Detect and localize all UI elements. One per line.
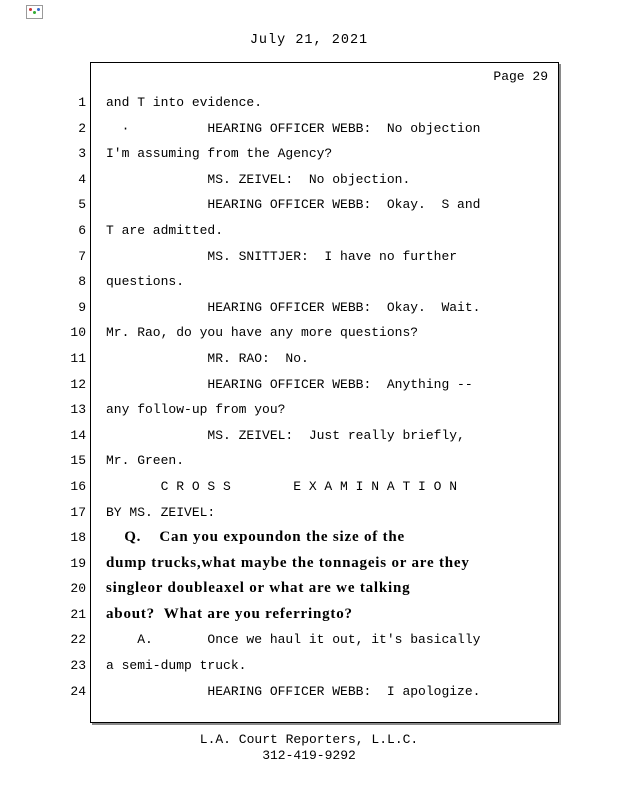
transcript-line: 16 C R O S S E X A M I N A T I O N [59,474,604,500]
transcript-line: 24 HEARING OFFICER WEBB: I apologize. [59,679,604,705]
transcript-line: 6 T are admitted. [59,218,604,244]
document-date: July 21, 2021 [249,33,369,48]
line-number: 21 [70,606,86,622]
transcript-line: 8 questions. [59,269,604,295]
line-text: questions. [106,274,185,290]
transcript-line: 7 MS. SNITTJER: I have no further [59,244,604,270]
transcript-line: 18 Q. Can you expoundon the size of the [59,525,604,551]
line-number: 11 [70,350,86,366]
transcript-line: 21 about? What are you referringto? [59,602,604,628]
broken-image-dot [29,8,32,11]
footer-phone: 312-419-9292 [262,748,356,763]
broken-image-dot [37,8,40,11]
line-number: 10 [70,325,86,341]
line-number: 20 [70,581,86,597]
transcript-line: 11 MR. RAO: No. [59,346,604,372]
broken-image-icon [26,5,43,19]
transcript-line: 19 dump trucks,what maybe the tonnageis o… [59,551,604,577]
line-text: A. Once we haul it out, it's basically [106,632,481,648]
line-number: 9 [78,299,86,315]
line-text: MS. ZEIVEL: Just really briefly, [106,427,465,443]
line-text: MR. RAO: No. [106,350,309,366]
line-text: and T into evidence. [106,95,263,110]
transcript-line: 1 and T into evidence. [59,90,604,116]
line-number: 16 [70,478,86,494]
line-text: HEARING OFFICER WEBB: I apologize. [106,683,481,699]
transcript-line: 12 HEARING OFFICER WEBB: Anything -- [59,372,604,398]
line-text: a semi-dump truck. [106,658,247,674]
transcript-body: 1 and T into evidence. 2 · HEARING OFFICER… [59,90,604,704]
transcript-line: 14 MS. ZEIVEL: Just really briefly, [59,423,604,449]
line-text: Q. Can you expoundon the size of the [106,529,406,546]
transcript-line: 17 BY MS. ZEIVEL: [59,500,604,526]
transcript-line: 2 · HEARING OFFICER WEBB: No objection [59,116,604,142]
transcript-line: 13 any follow-up from you? [59,397,604,423]
line-text: BY MS. ZEIVEL: [106,504,216,520]
line-number: 19 [70,555,86,571]
line-number: 15 [70,453,86,469]
broken-image-dot [33,11,36,14]
line-text: about? What are you referringto? [106,605,353,622]
line-text: · HEARING OFFICER WEBB: No objection [106,120,481,136]
page-border-box [90,62,559,723]
line-text: HEARING OFFICER WEBB: Okay. Wait. [106,299,481,315]
transcript-line: 10 Mr. Rao, do you have any more question… [59,320,604,346]
line-text: singleor doubleaxel or what are we talki… [106,580,411,597]
line-number: 7 [78,248,86,264]
line-number: 6 [78,222,86,238]
transcript-line: 4 MS. ZEIVEL: No objection. [59,167,604,193]
line-text: dump trucks,what maybe the tonnageis or … [106,554,470,571]
transcript-line: 5 HEARING OFFICER WEBB: Okay. S and [59,192,604,218]
line-number: 18 [70,530,86,546]
line-text: MS. ZEIVEL: No objection. [106,171,411,187]
line-text: Mr. Green. [106,453,185,469]
line-number: 1 [78,95,86,110]
footer-company: L.A. Court Reporters, L.L.C. [199,732,419,747]
footer: L.A. Court Reporters, L.L.C. 312-419-929… [0,732,618,764]
line-text: C R O S S E X A M I N A T I O N [106,478,458,494]
line-number: 3 [78,146,86,162]
line-number: 23 [70,658,86,674]
line-number: 5 [78,197,86,213]
transcript-line: 3 I'm assuming from the Agency? [59,141,604,167]
line-number: 12 [70,376,86,392]
transcript-line: 20 singleor doubleaxel or what are we tal… [59,576,604,602]
line-text: any follow-up from you? [106,402,286,418]
line-text: I'm assuming from the Agency? [106,146,333,162]
line-text: T are admitted. [106,222,224,238]
line-number: 14 [70,427,86,443]
line-number: 4 [78,171,86,187]
page-number-label: Page 29 [493,69,548,84]
line-text: MS. SNITTJER: I have no further [106,248,458,264]
line-number: 2 [78,120,86,136]
transcript-line: 9 HEARING OFFICER WEBB: Okay. Wait. [59,295,604,321]
line-text: HEARING OFFICER WEBB: Anything -- [106,376,473,392]
line-number: 8 [78,274,86,290]
transcript-line: 22 A. Once we haul it out, it's basicall… [59,627,604,653]
transcript-line: 23 a semi-dump truck. [59,653,604,679]
line-text: Mr. Rao, do you have any more questions? [106,325,419,341]
line-number: 17 [70,504,86,520]
line-number: 22 [70,632,86,648]
line-text: HEARING OFFICER WEBB: Okay. S and [106,197,481,213]
transcript-line: 15 Mr. Green. [59,448,604,474]
line-number: 24 [70,683,86,699]
line-number: 13 [70,402,86,418]
